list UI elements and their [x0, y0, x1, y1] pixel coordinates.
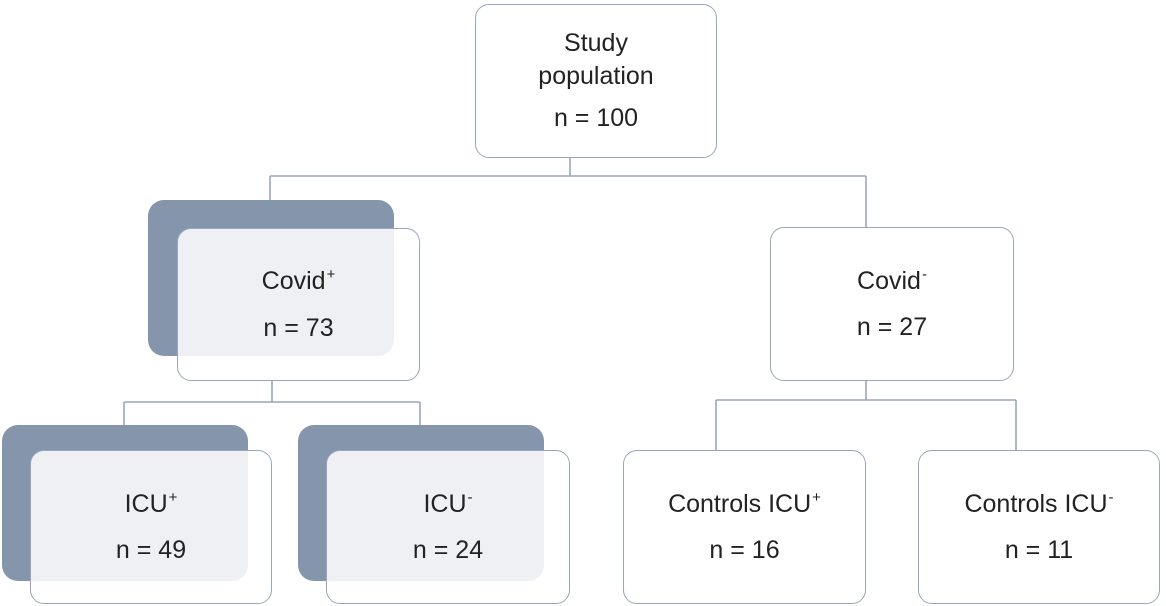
covid-neg-box: Covid- n = 27	[770, 227, 1014, 381]
connector-covid-neg-to-controls	[715, 380, 1017, 452]
icu-neg-label: ICU-	[423, 488, 473, 518]
controls-icu-neg-count: n = 11	[1004, 536, 1074, 564]
controls-icu-neg-label: Controls ICU-	[964, 488, 1114, 518]
covid-neg-count: n = 27	[856, 313, 928, 341]
controls-icu-pos-label: Controls ICU+	[668, 488, 821, 518]
connector-root-to-covid	[269, 158, 867, 228]
covid-neg-superscript: -	[921, 265, 927, 283]
icu-neg-superscript: -	[467, 488, 473, 506]
covid-pos-box: Covid+ n = 73	[177, 228, 420, 381]
study-population-box: Study population n = 100	[475, 4, 717, 158]
controls-icu-pos-count: n = 16	[709, 536, 780, 564]
icu-pos-label: ICU+	[124, 488, 178, 518]
icu-neg-box: ICU- n = 24	[326, 450, 570, 604]
covid-pos-count: n = 73	[263, 313, 334, 342]
controls-icu-neg-box: Controls ICU- n = 11	[918, 450, 1160, 604]
icu-pos-superscript: +	[168, 488, 178, 506]
covid-pos-superscript: +	[326, 266, 336, 283]
study-population-line2: population	[538, 61, 654, 90]
covid-pos-label: Covid+	[261, 266, 336, 295]
icu-pos-box: ICU+ n = 49	[30, 450, 272, 604]
connector-covid-pos-to-icu	[123, 380, 421, 426]
covid-neg-label: Covid-	[857, 265, 927, 295]
controls-icu-pos-box: Controls ICU+ n = 16	[623, 450, 866, 604]
icu-neg-count: n = 24	[412, 536, 484, 564]
controls-icu-pos-superscript: +	[812, 488, 821, 506]
study-population-count: n = 100	[553, 104, 639, 133]
controls-icu-neg-superscript: -	[1108, 488, 1114, 506]
icu-pos-count: n = 49	[115, 536, 187, 564]
study-population-line1: Study	[564, 29, 628, 58]
